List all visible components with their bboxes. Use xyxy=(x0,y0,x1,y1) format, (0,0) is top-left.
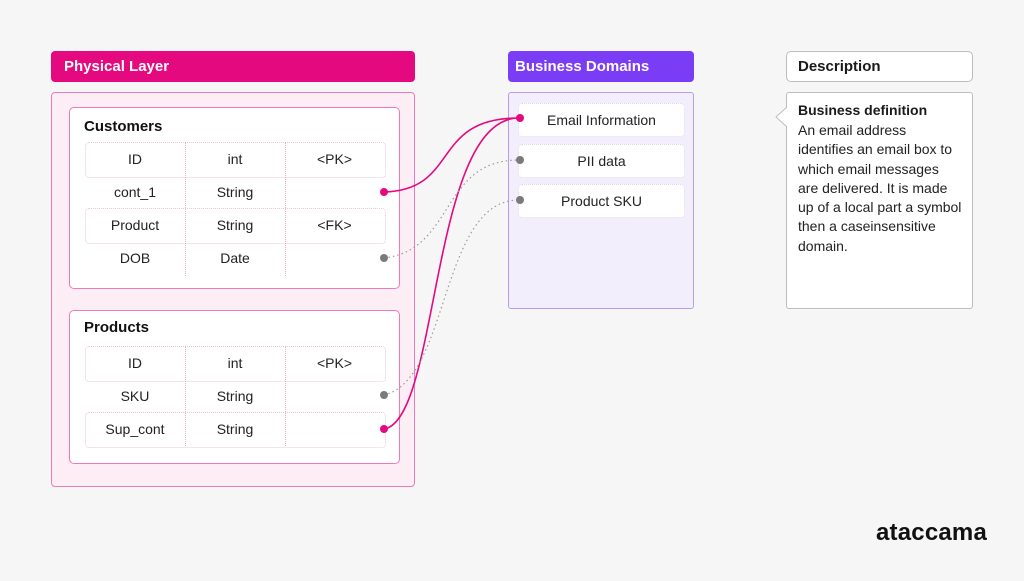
description-pointer-icon xyxy=(775,106,788,128)
customers-table-title: Customers xyxy=(84,118,163,135)
products-row-supcont-name: Sup_cont xyxy=(105,421,165,437)
business-definition-text: An email address identifies an email box… xyxy=(798,122,962,254)
products-row-id-name: ID xyxy=(128,355,142,371)
column-divider xyxy=(185,142,186,276)
products-row-sku-type: String xyxy=(216,388,254,404)
customers-table xyxy=(69,107,400,289)
customers-row-cont1-type: String xyxy=(216,184,254,200)
products-table-title: Products xyxy=(84,319,150,336)
products-row-id-type: int xyxy=(227,355,243,371)
customers-row-dob-type: Date xyxy=(220,250,250,266)
physical-layer-header: Physical Layer xyxy=(51,51,415,82)
products-row-supcont-type: String xyxy=(216,421,254,437)
customers-row-product-key: <FK> xyxy=(317,217,352,233)
customers-row-product-type: String xyxy=(216,217,254,233)
description-header: Description xyxy=(786,51,973,82)
customers-row-id-name: ID xyxy=(128,151,142,167)
ataccama-logo: ataccama xyxy=(876,519,988,546)
domain-product-sku[interactable]: Product SKU xyxy=(518,184,685,218)
column-divider xyxy=(185,346,186,446)
customers-row-id-type: int xyxy=(227,151,243,167)
description-card: Business definition An email address ide… xyxy=(786,92,973,309)
domain-pii-data[interactable]: PII data xyxy=(518,144,685,178)
products-row-id-key: <PK> xyxy=(316,355,353,371)
domain-email-information[interactable]: Email Information xyxy=(518,103,685,137)
column-divider xyxy=(285,142,286,276)
customers-row-cont1-name: cont_1 xyxy=(113,184,157,200)
products-table xyxy=(69,310,400,464)
customers-row-dob-name: DOB xyxy=(119,250,151,266)
business-definition-title: Business definition xyxy=(798,102,928,118)
business-domains-header: Business Domains xyxy=(508,51,694,82)
products-row-sku-name: SKU xyxy=(120,388,150,404)
customers-row-id-key: <PK> xyxy=(316,151,353,167)
customers-row-product-name: Product xyxy=(110,217,160,233)
column-divider xyxy=(285,346,286,446)
